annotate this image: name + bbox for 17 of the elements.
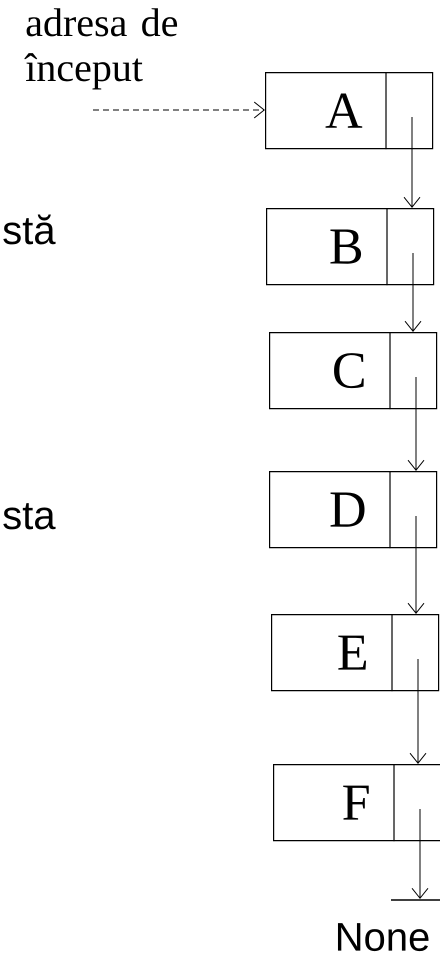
arrow — [408, 516, 424, 614]
list-node-box: D — [269, 471, 438, 548]
null-label: None — [338, 923, 429, 952]
cut-off-text: stă — [3, 214, 56, 244]
arrow — [410, 658, 426, 764]
arrow — [408, 376, 424, 471]
arrow — [92, 102, 265, 118]
list-node-box: E — [271, 614, 440, 692]
start-address-label: adresa de început — [24, 8, 178, 90]
arrow — [404, 116, 420, 208]
list-node-box: C — [269, 332, 438, 410]
cut-off-text: sta — [3, 503, 56, 530]
arrow — [404, 252, 422, 332]
list-node-box: A — [265, 72, 434, 150]
list-node-box: F — [273, 764, 440, 842]
list-node-box: B — [266, 208, 434, 286]
arrow — [412, 808, 428, 900]
